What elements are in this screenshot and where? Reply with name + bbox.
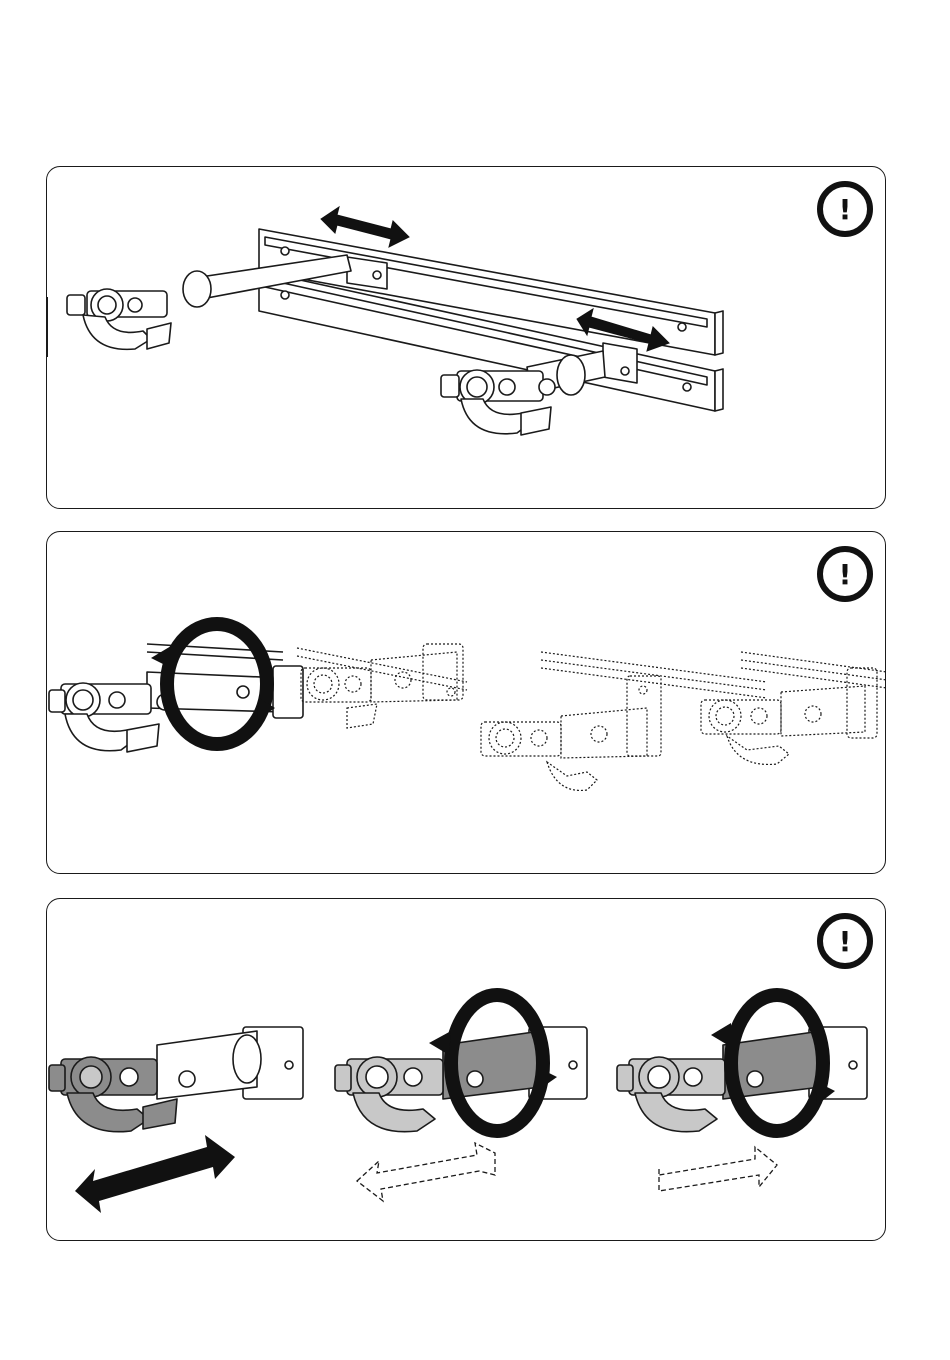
warning-symbol: !	[817, 546, 873, 602]
illustration-slide-and-rotate	[47, 899, 886, 1241]
illustration-rotate-positions	[47, 532, 886, 874]
left-arrow-dashed-icon	[357, 1143, 495, 1201]
warning-icon: !	[817, 546, 873, 602]
lower-bracket	[603, 343, 637, 383]
illustration-rails-adjust	[47, 167, 886, 509]
double-arrow-icon	[75, 1135, 235, 1213]
right-arrow-dashed-icon	[659, 1147, 777, 1191]
panel-step-3: !	[46, 898, 886, 1241]
panel-step-1: !	[46, 166, 886, 509]
warning-symbol: !	[817, 913, 873, 969]
warning-icon: !	[817, 913, 873, 969]
warning-symbol: !	[817, 181, 873, 237]
panel-step-2: !	[46, 531, 886, 874]
clamp-a	[49, 1027, 303, 1132]
warning-icon: !	[817, 181, 873, 237]
ghost-positions	[297, 644, 886, 790]
